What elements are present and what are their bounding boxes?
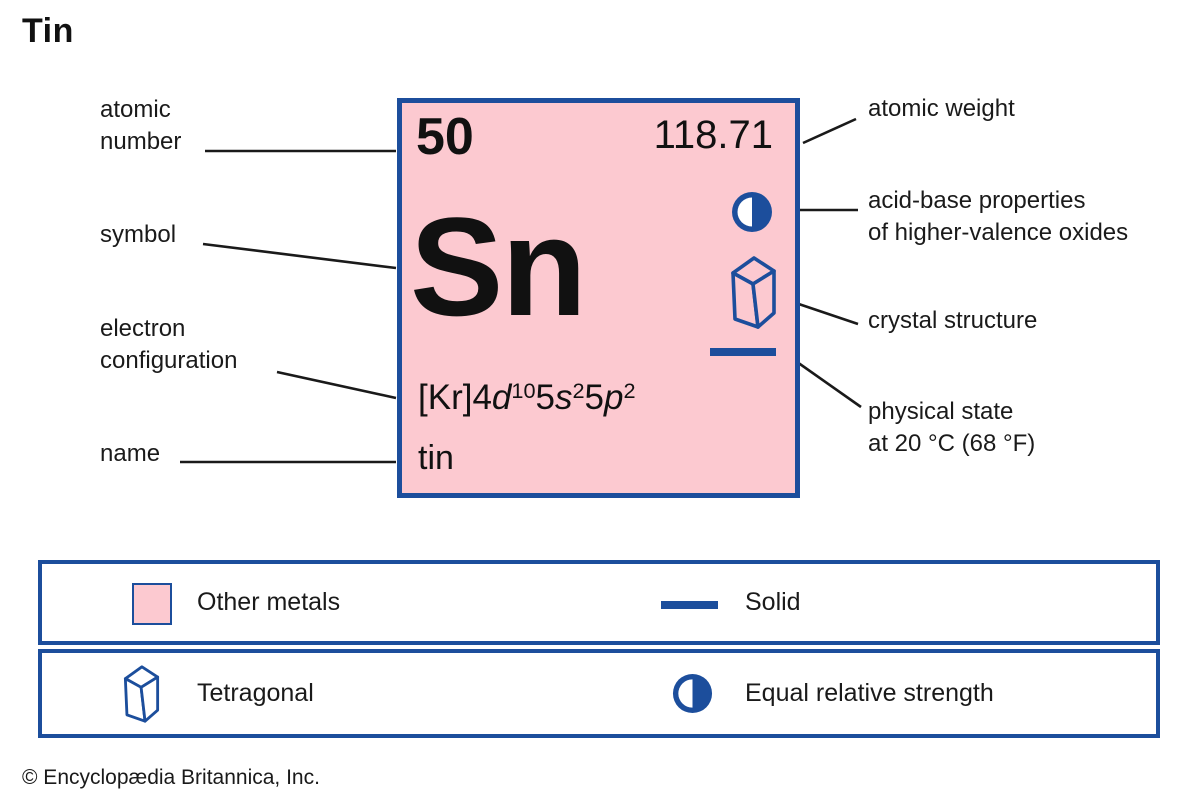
atomic-weight-value: 118.71: [653, 113, 773, 157]
atomic-number-value: 50: [416, 108, 474, 166]
callout-physical-state: physical state at 20 °C (68 °F): [868, 398, 1036, 457]
solid-line-icon: [661, 601, 718, 609]
page-title: Tin: [22, 12, 74, 50]
element-symbol: Sn: [410, 188, 587, 345]
equal-relative-strength-icon: [672, 673, 713, 714]
element-name: tin: [418, 439, 454, 477]
tetragonal-prism-icon: [123, 665, 160, 723]
callout-crystal-structure: crystal structure: [868, 307, 1038, 334]
crystal-structure-tetragonal-prism-icon: [731, 256, 776, 329]
callout-electron-configuration: electron configuration: [100, 315, 238, 374]
copyright-notice: © Encyclopædia Britannica, Inc.: [22, 766, 320, 789]
connector-atomic-weight: [802, 117, 857, 145]
callout-atomic-number: atomic number: [100, 96, 182, 155]
legend-row-1: Other metals Solid: [38, 560, 1160, 645]
acid-base-half-filled-circle-icon: [732, 192, 772, 232]
callout-acid-base: acid-base properties of higher-valence o…: [868, 187, 1129, 246]
legend-label-equal-relative-strength: Equal relative strength: [745, 679, 994, 707]
callout-atomic-weight: atomic weight: [868, 95, 1015, 122]
legend-label-other-metals: Other metals: [197, 588, 341, 616]
connector-symbol: [202, 242, 397, 270]
legend-label-solid: Solid: [745, 588, 801, 616]
callout-name: name: [100, 440, 161, 467]
physical-state-solid-line-icon: [710, 348, 776, 356]
element-card: 50 118.71 Sn [Kr]4d105s25p2 tin: [397, 98, 800, 498]
connector-electron-configuration: [276, 370, 397, 400]
electron-configuration-value: [Kr]4d105s25p2: [418, 378, 636, 417]
legend-row-2: Tetragonal Equal relative strength: [38, 649, 1160, 738]
callout-symbol: symbol: [100, 221, 177, 248]
legend-label-tetragonal: Tetragonal: [197, 679, 314, 707]
other-metals-swatch: [132, 583, 172, 625]
